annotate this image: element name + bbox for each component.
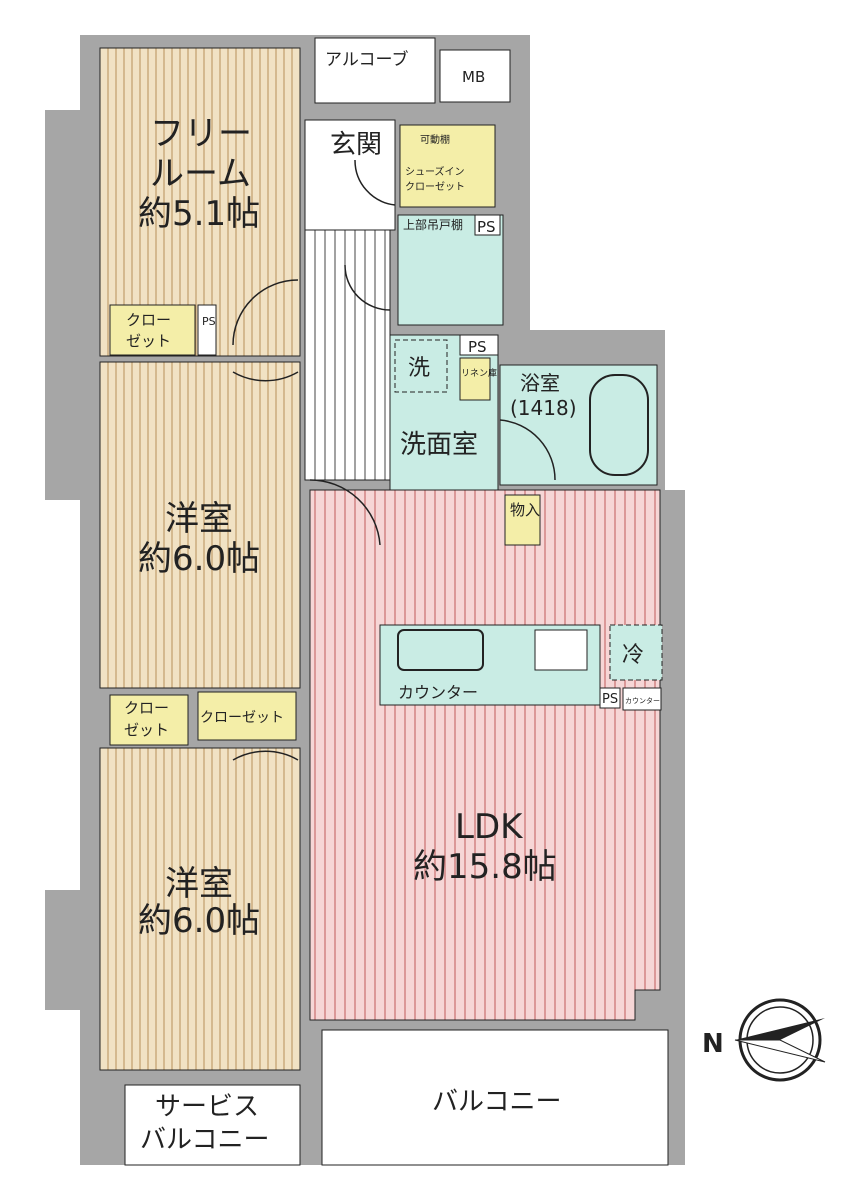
closet1-a: クロー xyxy=(126,311,171,329)
balcony xyxy=(321,1029,669,1166)
service-balcony-1: サービス xyxy=(155,1092,259,1122)
closet-free-room xyxy=(109,304,196,356)
entrance-label: 玄関 xyxy=(330,130,382,160)
upper-cabinet-label: 上部吊戸棚 xyxy=(403,217,463,232)
linen-label: リネン庫 xyxy=(461,367,497,379)
sink xyxy=(397,629,484,671)
closet2-b: ゼット xyxy=(124,721,169,739)
ps-toilet xyxy=(474,214,501,236)
counter-small-label: カウンター xyxy=(625,696,660,705)
western1-name: 洋室 xyxy=(165,499,233,539)
ps-label-4: PS xyxy=(202,315,216,328)
ps-label-2: PS xyxy=(468,338,487,356)
entrance xyxy=(304,119,396,231)
closet1-b: ゼット xyxy=(126,332,171,350)
ps-label-1: PS xyxy=(477,218,496,236)
ps-washroom xyxy=(459,334,499,356)
ps-label-3: PS xyxy=(602,692,618,707)
balcony-label: バルコニー xyxy=(432,1087,561,1117)
washer-label: 洗 xyxy=(408,356,430,381)
alcove xyxy=(314,37,436,104)
bath-name: 浴室 xyxy=(520,371,560,395)
storage-label1: 物入 xyxy=(510,501,540,519)
closet-left xyxy=(109,694,189,746)
shoes-label2: クローゼット xyxy=(405,181,465,193)
bathtub xyxy=(589,374,649,476)
shoes-label1: シューズイン xyxy=(405,165,465,178)
service-balcony-2: バルコニー xyxy=(140,1125,269,1155)
closet2-a: クロー xyxy=(124,699,169,717)
ldk xyxy=(309,489,661,1021)
doors xyxy=(232,159,556,761)
free-room-name2: ルーム xyxy=(150,154,251,194)
western2-size: 約6.0帖 xyxy=(138,901,260,941)
alcove-label: アルコーブ xyxy=(325,49,408,70)
mb-label: MB xyxy=(462,68,485,86)
ldk-size: 約15.8帖 xyxy=(413,847,557,887)
western1-size: 約6.0帖 xyxy=(138,539,260,579)
service-balcony xyxy=(124,1084,301,1166)
compass-north: N xyxy=(702,1029,724,1059)
linen-closet xyxy=(459,357,491,401)
washer-space xyxy=(394,339,448,393)
compass xyxy=(734,998,826,1082)
bath-size: (1418) xyxy=(510,396,577,420)
shoes-closet xyxy=(399,124,496,208)
ldk-name: LDK xyxy=(455,807,524,847)
washroom-label: 洗面室 xyxy=(400,430,478,460)
mb xyxy=(439,49,511,103)
closet-wide-label: クローゼット xyxy=(200,710,284,726)
free-room-name1: フリー xyxy=(150,114,252,154)
western2-name: 洋室 xyxy=(165,864,233,904)
western-room-1 xyxy=(99,361,301,689)
corridor xyxy=(304,229,391,481)
western-room-2 xyxy=(99,747,301,1071)
shelf-label: 可動棚 xyxy=(420,133,450,146)
closet-wide xyxy=(197,691,297,741)
stove xyxy=(534,629,588,671)
counter-small xyxy=(622,687,662,711)
fridge-label: 冷 xyxy=(622,643,644,668)
ps-free-room xyxy=(197,304,217,356)
free-room-size: 約5.1帖 xyxy=(138,194,260,234)
counter-label: カウンター xyxy=(398,683,478,702)
ps-kitchen xyxy=(599,687,621,709)
fridge-space xyxy=(609,624,663,681)
storage xyxy=(504,494,541,546)
